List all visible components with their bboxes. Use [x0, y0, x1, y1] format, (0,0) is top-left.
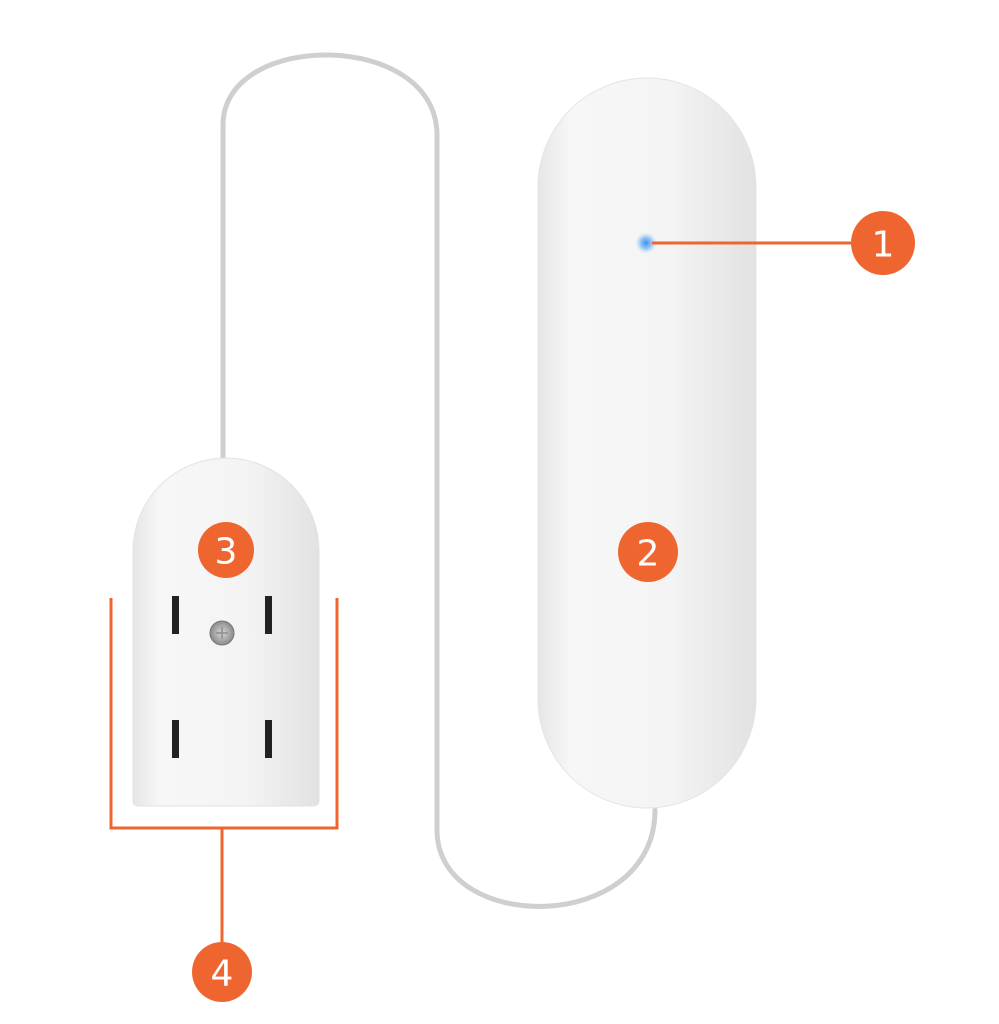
callout-label: 4 [211, 954, 234, 995]
callout-badge-4: 4 [192, 942, 252, 1002]
callout-badge-2: 2 [618, 522, 678, 582]
contacts-bracket [109, 598, 339, 830]
callout-label: 1 [872, 225, 895, 266]
callout-label: 3 [215, 532, 238, 573]
contact-slot [172, 596, 179, 634]
callout-lines [109, 241, 852, 942]
callout-badge-1: 1 [851, 211, 915, 275]
cable [220, 52, 658, 909]
status-led [635, 232, 657, 254]
contact-slot [265, 720, 272, 758]
contact-slot [172, 720, 179, 758]
callout-badge-3: 3 [198, 522, 254, 578]
sensor-body [537, 77, 757, 809]
contact-slot [265, 596, 272, 634]
callout-label: 2 [637, 534, 660, 575]
screw-icon [209, 620, 235, 646]
